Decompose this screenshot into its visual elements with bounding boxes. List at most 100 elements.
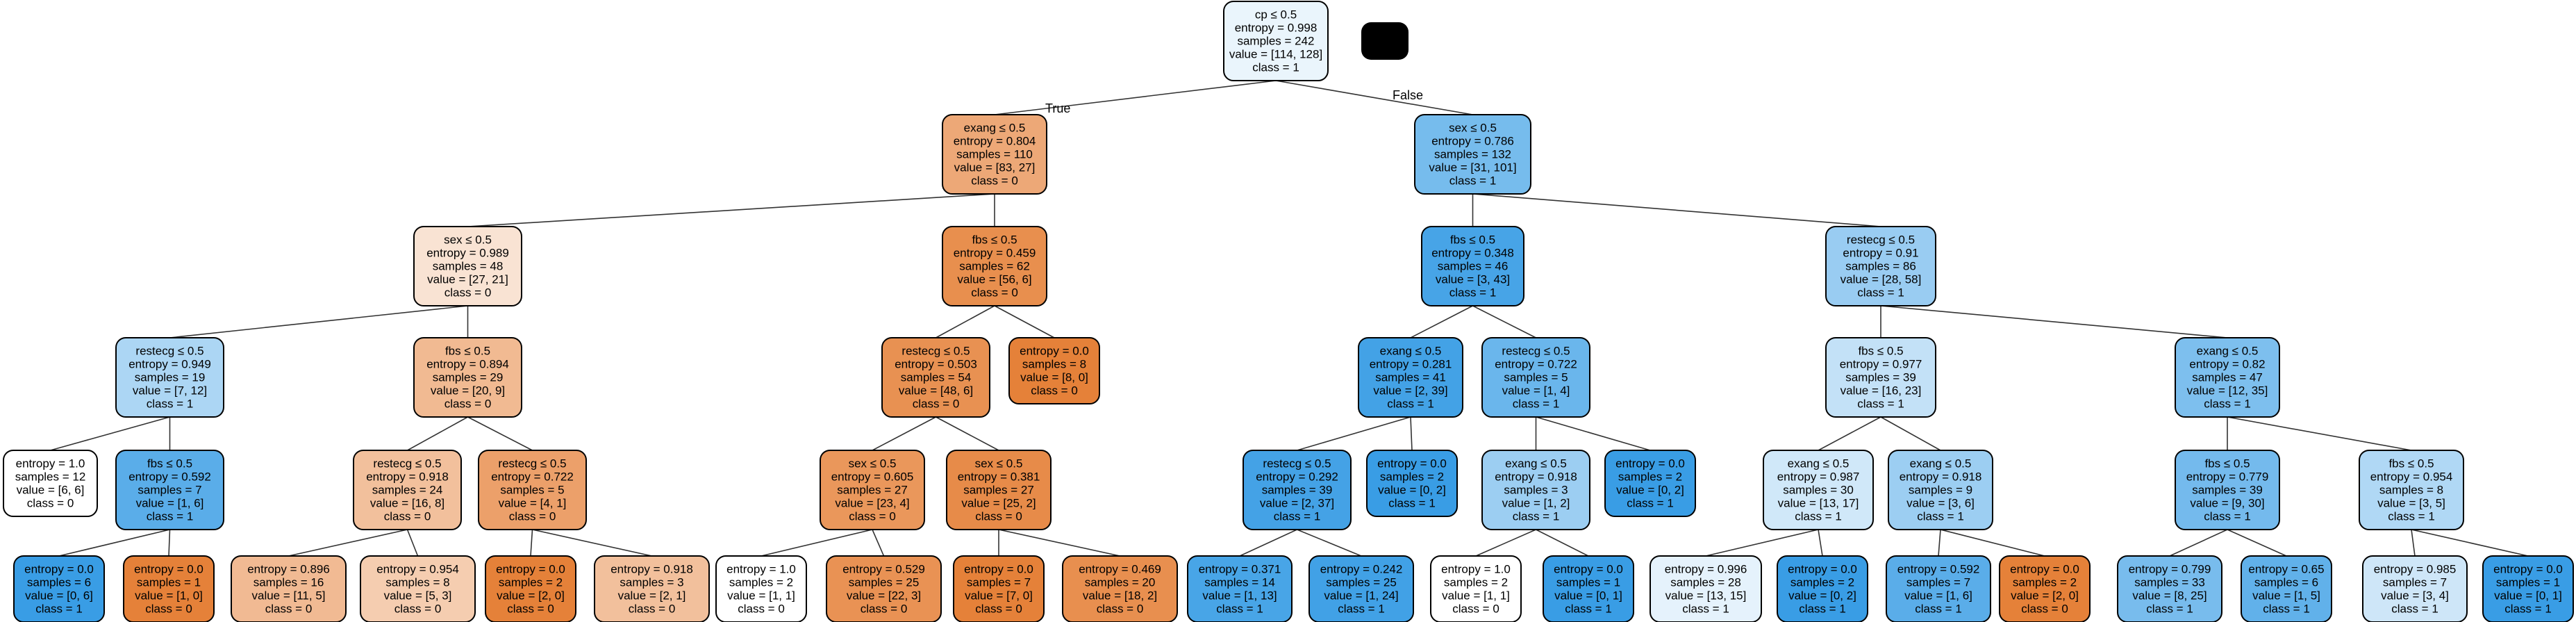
node-line: samples = 48: [433, 260, 504, 273]
node-line: class = 0: [861, 603, 908, 616]
node-line: value = [2, 39]: [1373, 384, 1447, 398]
node-line: entropy = 0.242: [1320, 563, 1403, 576]
node-line: class = 1: [1917, 510, 1964, 523]
node-box: [1008, 337, 1100, 404]
tree-edge: [168, 529, 171, 557]
node-line: class = 1: [2391, 603, 2438, 616]
node-line: entropy = 0.592: [128, 470, 211, 484]
node-line: class = 1: [1682, 603, 1729, 616]
node-line: value = [16, 23]: [1840, 384, 1922, 398]
node-line: restecg ≤ 0.5: [1263, 457, 1331, 470]
node-line: class = 1: [2146, 603, 2193, 616]
node-line: value = [0, 1]: [1554, 589, 1622, 603]
node-line: samples = 2: [1380, 470, 1444, 484]
node-line: samples = 7: [967, 576, 1031, 589]
node-line: cp ≤ 0.5: [1255, 8, 1297, 22]
node-line: value = [1, 13]: [1202, 589, 1277, 603]
node-line: entropy = 0.954: [376, 563, 459, 576]
node-line: value = [3, 6]: [1906, 497, 1975, 510]
tree-edge: [532, 529, 652, 557]
node-line: value = [13, 17]: [1778, 497, 1859, 510]
node-box: [1481, 450, 1590, 530]
node-line: class = 1: [2204, 398, 2251, 411]
node-line: class = 0: [913, 398, 960, 411]
node-line: class = 1: [1449, 174, 1497, 188]
node-line: class = 1: [2388, 510, 2435, 523]
node-line: samples = 24: [372, 484, 443, 497]
tree-edge: [406, 529, 419, 557]
node-line: samples = 12: [15, 470, 86, 484]
node-line: entropy = 0.348: [1431, 247, 1514, 260]
node-box: [1187, 555, 1293, 622]
node-line: entropy = 0.469: [1079, 563, 1161, 576]
node-line: value = [8, 0]: [1020, 371, 1088, 384]
node-line: restecg ≤ 0.5: [135, 345, 203, 358]
node-line: fbs ≤ 0.5: [1450, 234, 1495, 247]
tree-edge: [2411, 529, 2529, 557]
node-line: samples = 30: [1783, 484, 1854, 497]
node-box: [3, 450, 98, 517]
node-line: fbs ≤ 0.5: [147, 457, 192, 470]
node-line: samples = 3: [620, 576, 683, 589]
node-line: samples = 20: [1085, 576, 1156, 589]
node-line: fbs ≤ 0.5: [2204, 457, 2250, 470]
node-line: class = 1: [1338, 603, 1385, 616]
node-line: samples = 242: [1237, 35, 1314, 48]
node-line: class = 0: [384, 510, 431, 523]
node-line: entropy = 0.989: [426, 247, 509, 260]
node-line: value = [1, 6]: [1904, 589, 1972, 603]
node-line: samples = 2: [499, 576, 563, 589]
tree-edge: [1705, 529, 1819, 557]
node-line: class = 0: [444, 398, 492, 411]
node-line: value = [2, 0]: [497, 589, 565, 603]
node-line: restecg ≤ 0.5: [498, 457, 566, 470]
node-box: [953, 555, 1045, 622]
tree-edge: [994, 305, 1055, 338]
node-line: samples = 25: [1326, 576, 1397, 589]
tree-edges: [50, 80, 2529, 557]
node-box: [485, 555, 576, 622]
node-line: exang ≤ 0.5: [1910, 457, 1972, 470]
node-line: samples = 9: [1909, 484, 1972, 497]
tree-edge: [407, 416, 468, 451]
tree-edge: [2227, 416, 2412, 451]
node-line: samples = 1: [2496, 576, 2560, 589]
node-box: [1358, 337, 1463, 418]
node-box: [2362, 555, 2468, 622]
node-line: value = [31, 101]: [1429, 161, 1516, 174]
node-line: value = [1, 24]: [1324, 589, 1398, 603]
node-line: entropy = 0.0: [1554, 563, 1623, 576]
tree-edge: [1818, 529, 1823, 557]
node-line: value = [1, 0]: [135, 589, 203, 603]
node-box: [1366, 450, 1458, 517]
node-line: entropy = 0.779: [2186, 470, 2269, 484]
node-line: value = [3, 43]: [1436, 273, 1510, 286]
node-line: class = 0: [1031, 384, 1078, 398]
node-box: [1777, 555, 1868, 622]
node-line: value = [22, 3]: [847, 589, 921, 603]
node-line: entropy = 0.529: [842, 563, 925, 576]
node-line: entropy = 0.281: [1370, 358, 1452, 371]
node-line: value = [114, 128]: [1229, 48, 1322, 61]
node-line: samples = 5: [500, 484, 564, 497]
tree-edge: [1475, 529, 1536, 557]
true-edge-label: True: [1045, 101, 1070, 115]
node-box: [123, 555, 215, 622]
tree-edge: [1410, 305, 1473, 338]
tree-edge: [1938, 529, 1941, 557]
node-line: value = [0, 1]: [2494, 589, 2562, 603]
node-line: value = [8, 25]: [2132, 589, 2207, 603]
node-line: entropy = 0.987: [1777, 470, 1860, 484]
